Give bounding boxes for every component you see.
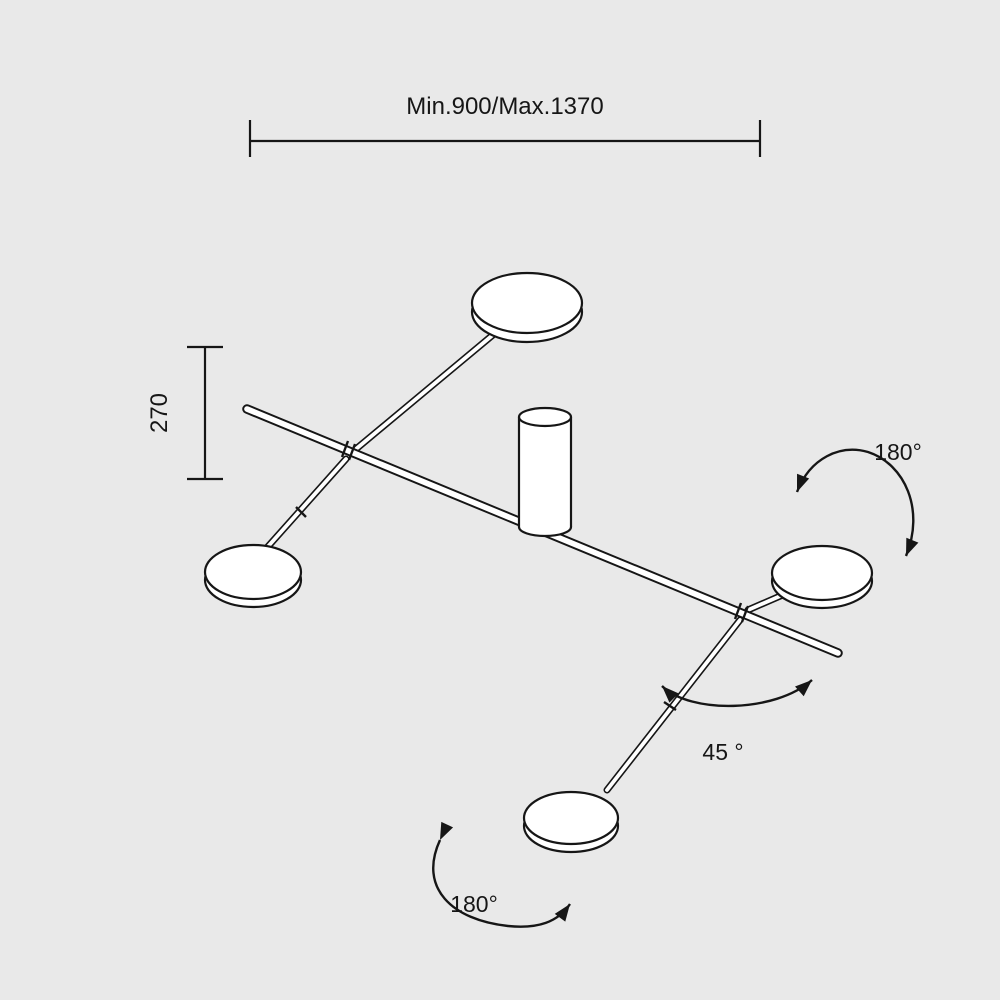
lamp-head-left xyxy=(203,543,303,609)
lamp-head-bottom xyxy=(522,790,620,854)
light-fixture xyxy=(203,271,874,854)
lamp-head-face xyxy=(203,543,303,601)
lamp-head-face xyxy=(470,271,584,335)
joint-marks xyxy=(295,440,750,711)
rotation-angle-label-tilt: 45 ° xyxy=(702,739,743,765)
arm-top xyxy=(352,330,498,453)
rotation-angle-label-bottom: 180° xyxy=(450,891,498,917)
rotation-annotation-bottom: 180° xyxy=(432,821,571,928)
arrow-head-icon xyxy=(440,821,454,840)
lamp-head-face xyxy=(770,544,874,602)
arm-left-body xyxy=(262,457,348,553)
arm-bottom-body xyxy=(605,618,742,792)
canopy-top-cap xyxy=(517,406,573,428)
rotation-annotation-tilt: 45 ° xyxy=(661,679,813,765)
joint-mark xyxy=(733,602,743,620)
hinge-mark xyxy=(663,701,677,711)
arrow-head-icon xyxy=(554,904,570,922)
joint-mark xyxy=(740,605,750,623)
rotation-angle-label-right: 180° xyxy=(874,439,922,465)
lamp-head-right xyxy=(770,544,874,610)
width-dimension: Min.900/Max.1370 xyxy=(248,93,762,157)
joint-mark xyxy=(340,440,350,458)
ceiling-canopy xyxy=(517,406,573,538)
hinge-mark xyxy=(295,506,307,518)
arm-left xyxy=(260,455,350,555)
arm-bottom xyxy=(603,616,744,794)
arrow-head-icon xyxy=(795,680,812,697)
arrow-head-icon xyxy=(662,686,679,703)
canopy-body xyxy=(519,417,571,527)
rotation-annotation-right: 180° xyxy=(795,439,922,557)
arrow-head-icon xyxy=(797,473,810,492)
height-dimension: 270 xyxy=(146,345,223,481)
rotation-arc xyxy=(795,448,915,557)
height-dimension-label: 270 xyxy=(146,393,173,433)
rotation-arc xyxy=(432,839,571,928)
arrow-head-icon xyxy=(906,537,919,556)
width-dimension-label: Min.900/Max.1370 xyxy=(406,93,603,120)
arm-top-body xyxy=(354,332,496,451)
lamp-head-top xyxy=(470,271,584,344)
lamp-head-face xyxy=(522,790,620,846)
joint-mark xyxy=(347,443,357,461)
